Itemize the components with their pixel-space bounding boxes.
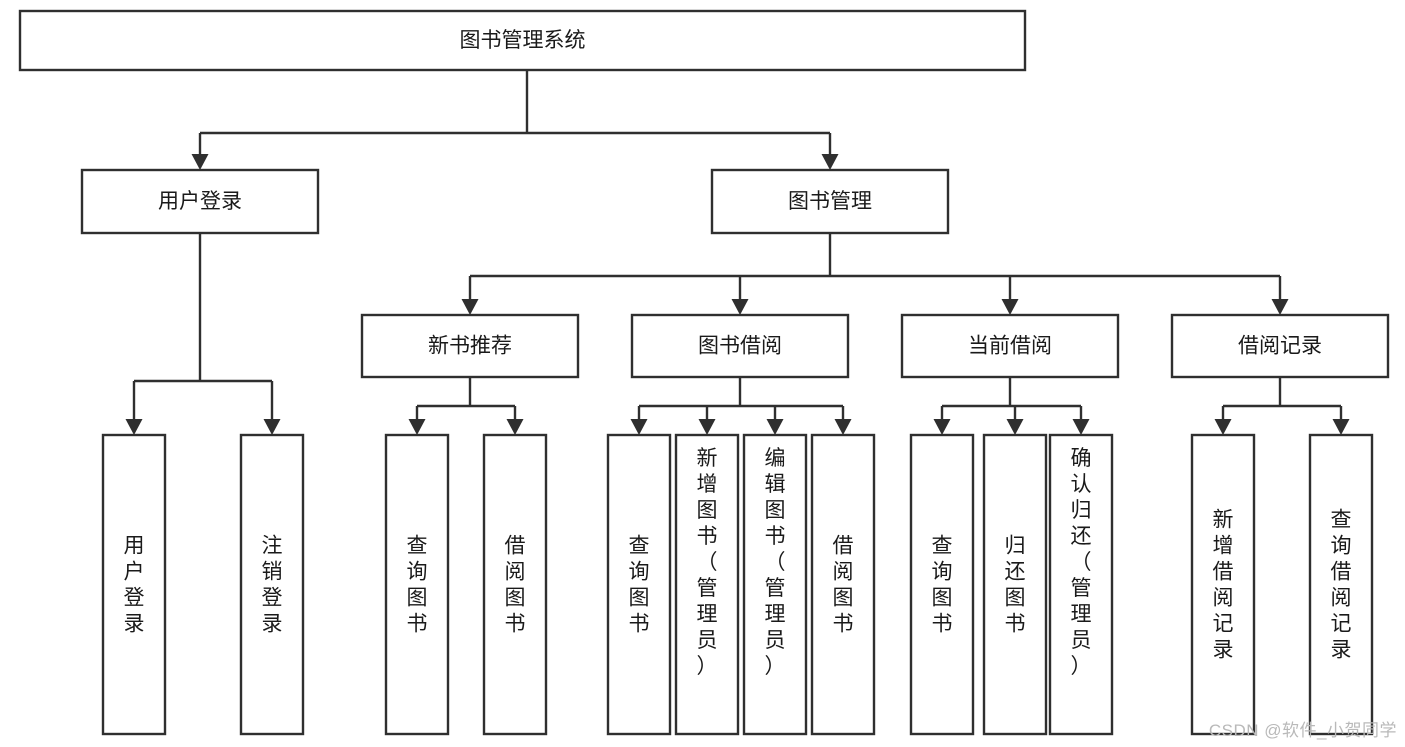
arrow-head-recommend-to-leaves-0 [408, 419, 426, 435]
node-box-current-borrow[interactable] [900, 313, 1120, 379]
node-leaf-borrow-book[interactable]: 借阅图书 [810, 433, 876, 736]
node-root[interactable]: 图书管理系统 [18, 9, 1027, 72]
node-leaf-query-book-current[interactable]: 查询图书 [909, 433, 975, 736]
node-leaf-edit-book-admin[interactable]: 编辑图书（管理员） [742, 433, 808, 736]
node-label-leaf-query-book-recommend: 查询图书 [407, 535, 428, 636]
arrow-head-level1-to-level2-0 [461, 299, 479, 315]
arrow-head-user-login-to-leaves-1 [263, 419, 281, 435]
arrow-head-record-to-leaves-0 [1214, 419, 1232, 435]
node-borrow-record[interactable]: 借阅记录 [1170, 313, 1390, 379]
node-label-leaf-return-book: 归还图书 [1005, 535, 1026, 636]
arrow-head-current-to-leaves-2 [1072, 419, 1090, 435]
arrow-head-borrow-to-leaves-2 [766, 419, 784, 435]
node-label-book-borrow: 图书借阅 [698, 335, 782, 358]
node-user-login[interactable]: 用户登录 [80, 168, 320, 235]
node-box-root[interactable] [18, 9, 1027, 72]
node-book-borrow[interactable]: 图书借阅 [630, 313, 850, 379]
node-box-leaf-query-borrow-record[interactable] [1308, 433, 1374, 736]
arrow-head-borrow-to-leaves-3 [834, 419, 852, 435]
node-label-leaf-user-login: 用户登录 [124, 535, 145, 636]
node-leaf-add-book-admin[interactable]: 新增图书（管理员） [674, 433, 740, 736]
node-label-new-book-recommend: 新书推荐 [428, 335, 512, 358]
node-box-leaf-borrow-book-recommend[interactable] [482, 433, 548, 736]
node-box-leaf-query-book-borrow[interactable] [606, 433, 672, 736]
node-label-leaf-borrow-book-recommend: 借阅图书 [505, 535, 526, 636]
node-leaf-confirm-return-admin[interactable]: 确认归还（管理员） [1048, 433, 1114, 736]
node-leaf-query-book-recommend[interactable]: 查询图书 [384, 433, 450, 736]
node-label-leaf-add-book-admin: 新增图书（管理员） [697, 447, 718, 678]
arrow-head-recommend-to-leaves-1 [506, 419, 524, 435]
node-label-leaf-add-borrow-record: 新增借阅记录 [1213, 509, 1234, 662]
node-box-leaf-borrow-book[interactable] [810, 433, 876, 736]
arrow-head-level1-to-level2-1 [731, 299, 749, 315]
node-leaf-user-logout[interactable]: 注销登录 [239, 433, 305, 736]
node-label-leaf-query-book-current: 查询图书 [932, 535, 953, 636]
node-box-leaf-user-logout[interactable] [239, 433, 305, 736]
node-book-manage[interactable]: 图书管理 [710, 168, 950, 235]
node-label-leaf-user-logout: 注销登录 [262, 535, 283, 636]
arrow-head-user-login-to-leaves-0 [125, 419, 143, 435]
node-label-leaf-query-borrow-record: 查询借阅记录 [1331, 509, 1352, 662]
node-leaf-user-login[interactable]: 用户登录 [101, 433, 167, 736]
node-label-root: 图书管理系统 [460, 29, 586, 52]
node-box-leaf-add-book-admin[interactable] [674, 433, 740, 736]
watermark-label: CSDN @软件_小贺同学 [1208, 721, 1397, 740]
node-box-new-book-recommend[interactable] [360, 313, 580, 379]
arrow-head-record-to-leaves-1 [1332, 419, 1350, 435]
node-box-leaf-edit-book-admin[interactable] [742, 433, 808, 736]
node-box-book-manage[interactable] [710, 168, 950, 235]
node-label-leaf-confirm-return-admin: 确认归还（管理员） [1071, 447, 1092, 678]
node-label-borrow-record: 借阅记录 [1238, 335, 1322, 358]
node-current-borrow[interactable]: 当前借阅 [900, 313, 1120, 379]
node-box-leaf-add-borrow-record[interactable] [1190, 433, 1256, 736]
node-leaf-query-book-borrow[interactable]: 查询图书 [606, 433, 672, 736]
node-label-leaf-borrow-book: 借阅图书 [833, 535, 854, 636]
node-box-leaf-user-login[interactable] [101, 433, 167, 736]
node-label-current-borrow: 当前借阅 [968, 335, 1052, 358]
node-new-book-recommend[interactable]: 新书推荐 [360, 313, 580, 379]
node-box-user-login[interactable] [80, 168, 320, 235]
connector-layer [125, 70, 1350, 435]
node-layer: 图书管理系统用户登录图书管理新书推荐图书借阅当前借阅借阅记录用户登录注销登录查询… [18, 9, 1390, 736]
arrow-head-level1-to-level2-2 [1001, 299, 1019, 315]
node-label-leaf-query-book-borrow: 查询图书 [629, 535, 650, 636]
node-leaf-add-borrow-record[interactable]: 新增借阅记录 [1190, 433, 1256, 736]
node-label-user-login: 用户登录 [158, 190, 242, 213]
node-leaf-return-book[interactable]: 归还图书 [982, 433, 1048, 736]
node-label-book-manage: 图书管理 [788, 190, 872, 213]
node-leaf-query-borrow-record[interactable]: 查询借阅记录 [1308, 433, 1374, 736]
node-box-borrow-record[interactable] [1170, 313, 1390, 379]
node-box-leaf-query-book-current[interactable] [909, 433, 975, 736]
arrow-head-root-to-level1-0 [191, 154, 209, 170]
arrow-head-current-to-leaves-0 [933, 419, 951, 435]
node-box-leaf-query-book-recommend[interactable] [384, 433, 450, 736]
node-label-leaf-edit-book-admin: 编辑图书（管理员） [765, 447, 786, 678]
arrow-head-borrow-to-leaves-1 [698, 419, 716, 435]
arrow-head-level1-to-level2-3 [1271, 299, 1289, 315]
node-leaf-borrow-book-recommend[interactable]: 借阅图书 [482, 433, 548, 736]
arrow-head-borrow-to-leaves-0 [630, 419, 648, 435]
node-box-book-borrow[interactable] [630, 313, 850, 379]
node-box-leaf-confirm-return-admin[interactable] [1048, 433, 1114, 736]
node-box-leaf-return-book[interactable] [982, 433, 1048, 736]
arrow-head-root-to-level1-1 [821, 154, 839, 170]
arrow-head-current-to-leaves-1 [1006, 419, 1024, 435]
